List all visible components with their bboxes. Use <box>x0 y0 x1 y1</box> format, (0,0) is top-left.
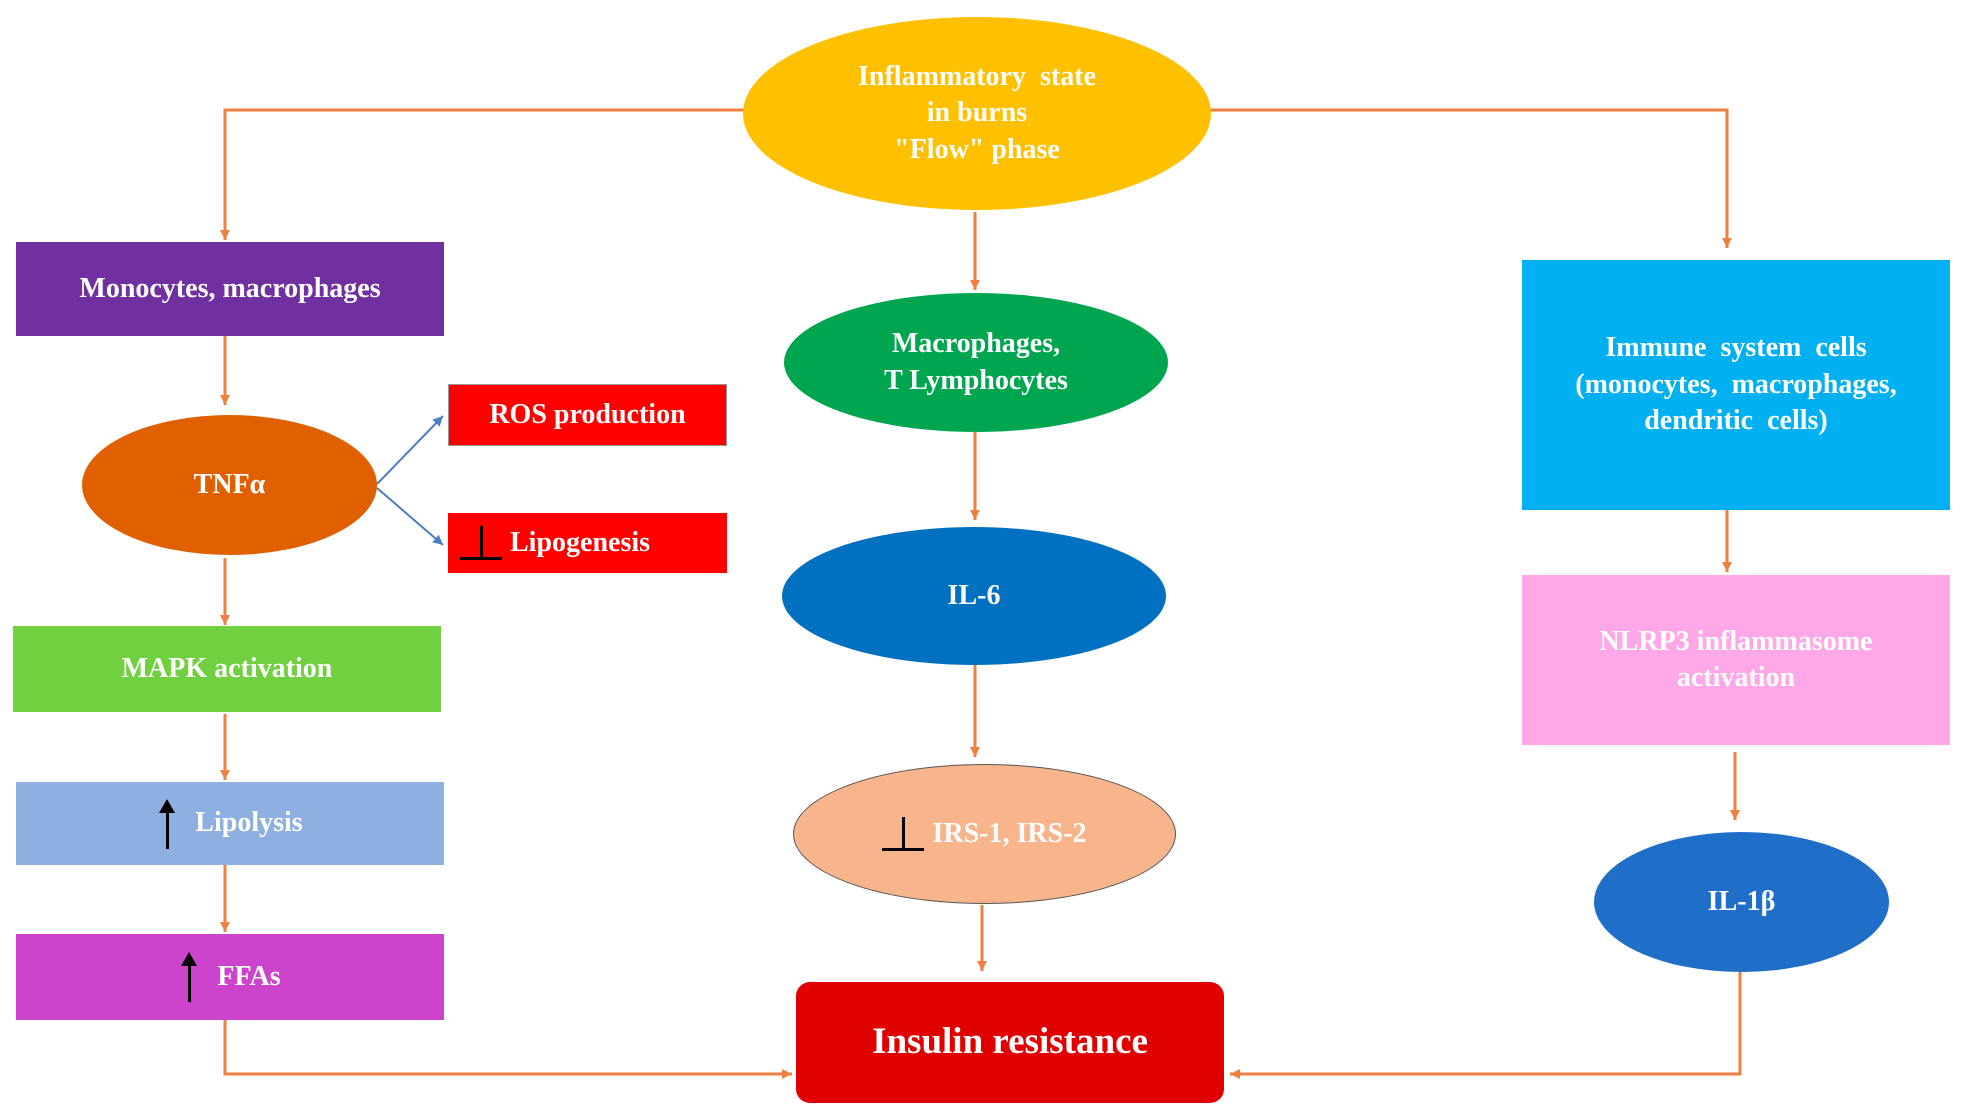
irs-node: IRS-1, IRS-2 <box>793 764 1176 904</box>
mapk-activation-label: MAPK activation <box>121 652 333 684</box>
inflammatory-state-node: Inflammatory state in burns "Flow" phase <box>743 17 1211 210</box>
arrow-tnf-to-ros <box>376 415 444 485</box>
inhibition-symbol-icon <box>882 817 925 851</box>
ffas-label: FFAs <box>217 960 281 992</box>
irs-label: IRS-1, IRS-2 <box>932 817 1087 849</box>
lipolysis-node: Lipolysis <box>16 782 444 865</box>
inflammatory-state-line-3: "Flow" phase <box>894 133 1060 165</box>
ros-production-node: ROS production <box>448 384 727 446</box>
arrow-tnf-to-lipogenesis <box>376 487 444 546</box>
arrow-inflammatory-to-monocytes <box>220 108 745 240</box>
nlrp3-line-2: activation <box>1676 662 1796 693</box>
insulin-resistance-node: Insulin resistance <box>796 982 1224 1103</box>
ffas-node: FFAs <box>16 934 444 1020</box>
nlrp3-node: NLRP3 inflammasome activation <box>1522 575 1950 745</box>
macrophages-line-2: T Lymphocytes <box>884 364 1068 396</box>
inflammatory-state-line-1: Inflammatory state <box>858 60 1096 92</box>
lipogenesis-label: Lipogenesis <box>510 526 651 558</box>
il1b-node: IL-1β <box>1594 832 1889 972</box>
inflammatory-state-line-2: in burns <box>926 97 1028 129</box>
immune-cells-line-1: Immune system cells <box>1605 332 1867 364</box>
il6-node: IL-6 <box>782 527 1166 665</box>
macrophages-line-1: Macrophages, <box>891 328 1061 360</box>
ros-production-label: ROS production <box>489 398 686 430</box>
increase-arrow-icon <box>157 798 177 849</box>
tnf-alpha-label: TNFα <box>193 468 266 500</box>
arrow-il1b-to-insulin <box>1230 972 1742 1079</box>
inhibition-symbol-icon <box>460 526 502 560</box>
lipolysis-label: Lipolysis <box>195 807 303 839</box>
immune-cells-node: Immune system cells (monocytes, macropha… <box>1522 260 1950 510</box>
arrow-ffas-to-insulin <box>223 1020 792 1079</box>
lipogenesis-node: Lipogenesis <box>448 513 727 573</box>
il1b-label: IL-1β <box>1707 885 1776 917</box>
monocytes-macrophages-node: Monocytes, macrophages <box>16 242 444 336</box>
immune-cells-line-2: (monocytes, macrophages, <box>1575 368 1897 400</box>
increase-arrow-icon <box>179 952 199 1002</box>
monocytes-macrophages-label: Monocytes, macrophages <box>79 272 381 304</box>
macrophages-t-lymphocytes-node: Macrophages, T Lymphocytes <box>784 293 1168 432</box>
arrow-inflammatory-to-immune <box>1210 108 1732 248</box>
mapk-activation-node: MAPK activation <box>13 626 441 712</box>
insulin-resistance-label: Insulin resistance <box>872 1021 1148 1063</box>
immune-cells-line-3: dendritic cells) <box>1644 405 1828 437</box>
tnf-alpha-node: TNFα <box>82 415 377 555</box>
il6-label: IL-6 <box>947 579 1001 611</box>
nlrp3-line-1: NLRP3 inflammasome <box>1599 625 1873 657</box>
